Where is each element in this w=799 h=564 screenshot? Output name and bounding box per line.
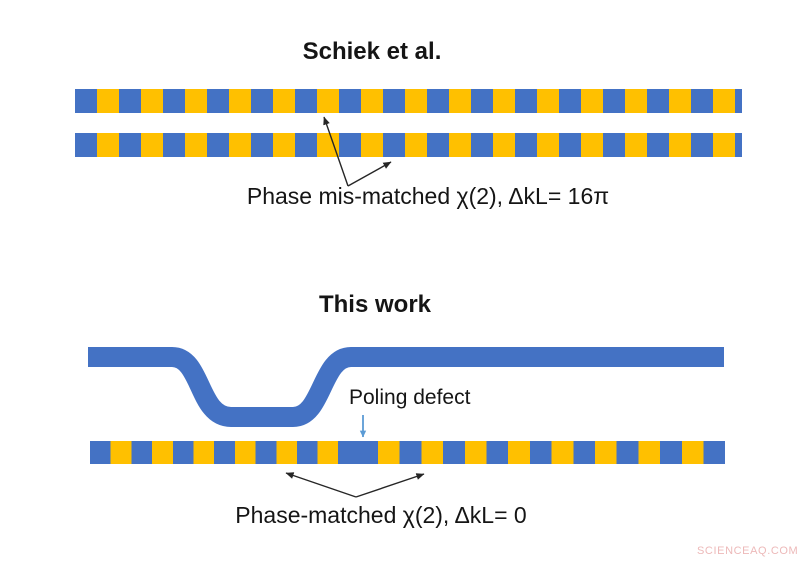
poled-grating-right-segment — [378, 441, 725, 464]
arrow-to-poled-grating-right-icon — [355, 473, 425, 498]
mismatched-grating-upper — [75, 89, 742, 113]
poled-grating-left-segment — [90, 441, 338, 464]
poling-defect-segment — [338, 441, 378, 464]
arrow-to-poled-grating-left-icon — [285, 472, 357, 498]
phase-mismatch-caption: Phase mis-matched χ(2), ΔkL= 16π — [246, 183, 610, 209]
phase-match-caption: Phase-matched χ(2), ΔkL= 0 — [235, 502, 527, 528]
watermark: SCIENCEAQ.COM — [697, 545, 799, 557]
poling-defect-label: Poling defect — [349, 386, 471, 409]
mismatched-grating-lower — [75, 133, 742, 157]
this-work-title: This work — [318, 291, 432, 318]
schiek-title: Schiek et al. — [302, 38, 442, 65]
